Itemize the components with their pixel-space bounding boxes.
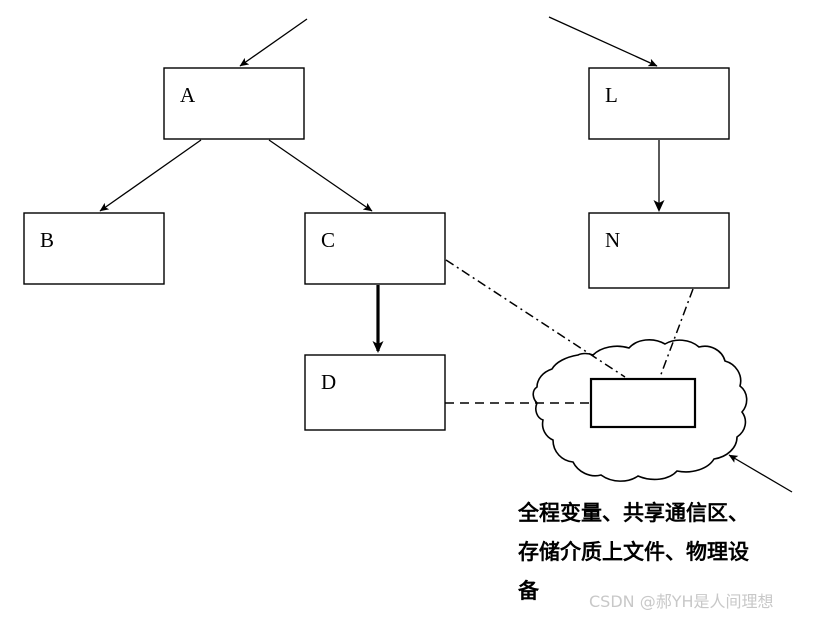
box-b[interactable]: B	[23, 212, 165, 285]
box-a-rect	[163, 67, 305, 140]
box-d-rect	[304, 354, 446, 431]
box-a[interactable]: A	[163, 67, 305, 140]
annotation-line-2: 存储介质上文件、物理设	[518, 540, 749, 564]
box-c-label: C	[321, 228, 335, 252]
box-n-label: N	[605, 228, 620, 252]
edge-external-to-l	[548, 16, 658, 67]
edge-external-to-a	[239, 18, 308, 67]
box-l[interactable]: L	[588, 67, 730, 140]
box-l-rect	[588, 67, 730, 140]
box-l-label: L	[605, 83, 618, 107]
box-d[interactable]: D	[304, 354, 446, 431]
csdn-watermark: CSDN @郝YH是人间理想	[589, 592, 774, 611]
annotation-line-1: 全程变量、共享通信区、	[518, 501, 749, 525]
box-n[interactable]: N	[588, 212, 730, 289]
box-n-rect	[588, 212, 730, 289]
edge-a-to-c	[268, 139, 373, 212]
box-b-label: B	[40, 228, 54, 252]
edge-n-to-cloud	[659, 288, 694, 378]
shared-data-inner-box	[589, 377, 697, 429]
edge-annotation-to-cloud	[728, 454, 793, 493]
annotation-line-3: 备	[518, 579, 539, 603]
annotation-text: 全程变量、共享通信区、 存储介质上文件、物理设 备	[518, 494, 818, 611]
edge-c-to-cloud	[445, 259, 626, 378]
box-c-rect	[304, 212, 446, 285]
box-b-rect	[23, 212, 165, 285]
box-d-label: D	[321, 370, 336, 394]
edge-a-to-b	[99, 139, 202, 212]
box-c[interactable]: C	[304, 212, 446, 285]
box-a-label: A	[180, 83, 196, 107]
